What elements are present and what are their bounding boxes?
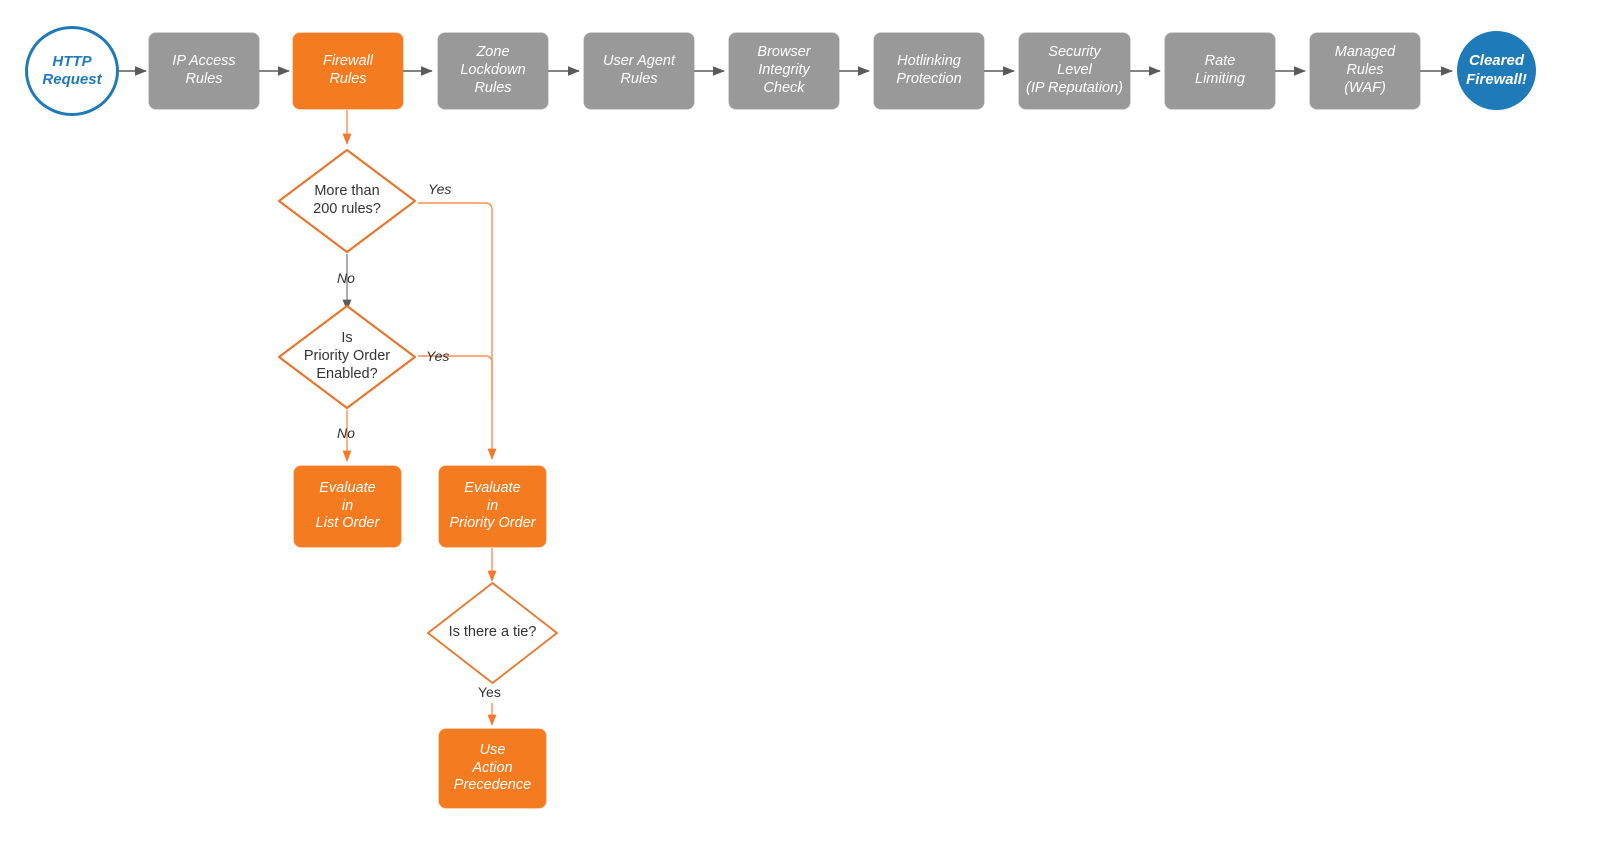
node-firewall-rules[interactable]: Firewall Rules	[293, 33, 403, 109]
node-label: Security Level (IP Reputation)	[1026, 44, 1123, 96]
edge-label-priority-order-yes: Yes	[426, 348, 450, 364]
node-evaluate-in-list-order[interactable]: Evaluate in List Order	[294, 466, 401, 547]
node-ip-access-rules[interactable]: IP Access Rules	[149, 33, 259, 109]
node-label: Managed Rules (WAF)	[1334, 44, 1396, 96]
decision-label: Is Priority Order Enabled?	[303, 330, 391, 382]
decision-more-than-200-rules[interactable]: More than 200 rules?	[277, 148, 417, 254]
node-label: Use Action Precedence	[453, 741, 532, 794]
node-label: Zone Lockdown Rules	[460, 44, 526, 96]
node-cleared-firewall[interactable]: Cleared Firewall!	[1457, 31, 1536, 110]
node-label: Browser Integrity Check	[757, 44, 811, 96]
node-rate-limiting[interactable]: Rate Limiting	[1165, 33, 1275, 109]
node-zone-lockdown-rules[interactable]: Zone Lockdown Rules	[438, 33, 548, 109]
edge-200-yes-to-priority-order	[418, 202, 497, 460]
node-label: Hotlinking Protection	[896, 53, 962, 87]
edge-label-more-than-200-yes: Yes	[428, 181, 452, 197]
node-managed-rules-waf[interactable]: Managed Rules (WAF)	[1310, 33, 1420, 109]
node-label: Rate Limiting	[1195, 53, 1245, 87]
node-label: Firewall Rules	[323, 53, 373, 87]
node-evaluate-in-priority-order[interactable]: Evaluate in Priority Order	[439, 466, 546, 547]
node-label: Cleared Firewall!	[1466, 52, 1527, 88]
edge-label-priority-order-no: No	[337, 425, 355, 441]
node-label: Evaluate in Priority Order	[449, 479, 536, 532]
node-security-level[interactable]: Security Level (IP Reputation)	[1019, 33, 1130, 109]
node-label: HTTP Request	[42, 52, 102, 88]
node-hotlinking-protection[interactable]: Hotlinking Protection	[874, 33, 984, 109]
node-http-request[interactable]: HTTP Request	[25, 26, 119, 116]
decision-is-there-a-tie[interactable]: Is there a tie?	[426, 581, 559, 685]
decision-label: More than 200 rules?	[313, 183, 381, 217]
node-user-agent-rules[interactable]: User Agent Rules	[584, 33, 694, 109]
node-label: IP Access Rules	[172, 53, 236, 87]
decision-label: Is there a tie?	[448, 624, 537, 641]
decision-is-priority-order-enabled[interactable]: Is Priority Order Enabled?	[277, 304, 417, 410]
node-label: Evaluate in List Order	[315, 479, 380, 532]
node-label: User Agent Rules	[603, 53, 675, 87]
node-browser-integrity-check[interactable]: Browser Integrity Check	[729, 33, 839, 109]
node-use-action-precedence[interactable]: Use Action Precedence	[439, 729, 546, 808]
edge-label-more-than-200-no: No	[337, 270, 355, 286]
edge-label-tie-yes: Yes	[478, 684, 501, 700]
